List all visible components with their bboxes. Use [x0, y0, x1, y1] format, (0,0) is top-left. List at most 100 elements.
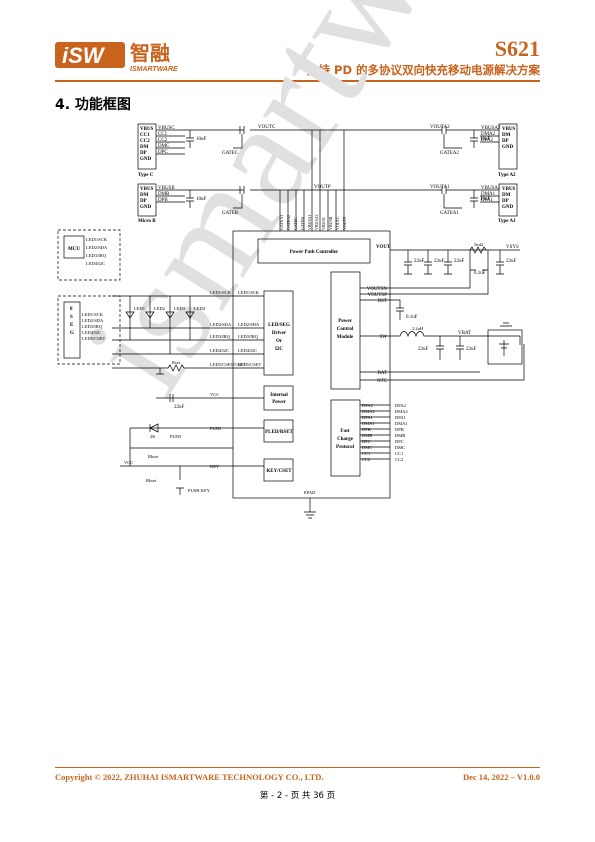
- micro-net-label: VBUSB: [158, 186, 175, 191]
- rsense-label: 5mΩ: [474, 242, 484, 247]
- gatea1-label: GATEA1: [440, 211, 459, 216]
- fcp-pin-out: DMC: [395, 445, 405, 450]
- ppc-block: [257, 238, 371, 264]
- chip-left-pin: LED2/SDA: [210, 322, 232, 327]
- chip-top-pin: GATEB: [300, 217, 305, 230]
- gateb-label: GATEB: [222, 211, 239, 216]
- drv-label: LED/SEG: [268, 323, 290, 328]
- led-label: LED1: [134, 306, 145, 311]
- fcp-pin-in: DMC: [362, 445, 372, 450]
- fcp-pin-out: DMB: [395, 433, 405, 438]
- a2-name: Type A2: [498, 173, 516, 178]
- fcp-pin-out: CC1: [395, 451, 403, 456]
- a1-name: Type A1: [498, 219, 516, 224]
- cap-label: 10uF: [196, 137, 207, 142]
- chip-outline: [232, 230, 391, 499]
- key-block: [263, 458, 294, 482]
- typec-net-label: DPC: [158, 150, 168, 155]
- mcu-name: MCU: [68, 247, 80, 252]
- mcu-pin: LED4/I2C: [86, 261, 105, 266]
- footer-rule: [55, 767, 540, 768]
- vcc-label-2: VCC: [124, 460, 133, 465]
- fcp-pin-in: DMA1: [362, 421, 375, 426]
- mcu-pin: LED1/SCK: [86, 237, 108, 242]
- micro-pin-label: GND: [140, 205, 152, 210]
- a2-pin-label: DM: [502, 133, 511, 138]
- a1-pin-label: VBUS: [502, 187, 516, 192]
- chip-top-pin: GATEA1: [279, 215, 284, 230]
- vcc-label: VCC: [210, 392, 219, 397]
- footer-date: Dec 14, 2022 – V1.0.0: [462, 772, 540, 782]
- footer-page-number: 第 - 2 - 页 共 36 页: [259, 791, 336, 801]
- vouta2-label: VOUTA2: [430, 125, 450, 130]
- pcm-pin: BAT: [378, 371, 387, 376]
- seg-pin: LED3/IRQ: [82, 324, 103, 329]
- a2-pin-label: VBUS: [502, 127, 516, 132]
- micro-pin-label: DM: [140, 193, 149, 198]
- chip-top-pin: VOUTP: [342, 216, 347, 230]
- chip-top-pin: VBUSC: [321, 216, 326, 230]
- pcm-label: Control: [337, 327, 354, 332]
- pled-block: [263, 419, 294, 443]
- typec-pin-label: DP: [140, 151, 147, 156]
- typec-net-label: CC1: [158, 132, 168, 137]
- typec-pin-label: DM: [140, 145, 149, 150]
- pcm-block: [330, 271, 361, 390]
- seg-pin: LED1/SCK: [82, 312, 104, 317]
- pushkey-label: PUSH KEY: [188, 488, 211, 493]
- chip-top-pin: VBUSA1: [307, 214, 312, 230]
- a1-connector: [498, 183, 518, 217]
- doc-subtitle: 支持 PD 的多协议双向快充移动电源解决方案: [307, 63, 540, 77]
- mcu-pin: LED2/SDA: [86, 245, 108, 250]
- ipw-label: Internal: [270, 393, 288, 398]
- a1-pin-label: GND: [502, 205, 514, 210]
- typec-net-label: CC2: [158, 138, 168, 143]
- epad-label: EPAD: [304, 490, 316, 495]
- a2-pin-label: GND: [502, 145, 514, 150]
- vout-label: VOUT: [376, 245, 391, 250]
- typec-pin-label: GND: [140, 157, 152, 162]
- chip-top-pin: GATEC: [293, 217, 298, 230]
- company-logo: iSW 智融 ISMARTWARE: [55, 41, 178, 73]
- drv-pin: LED5/CSET: [238, 362, 262, 367]
- pcm-pin: NTC: [377, 379, 388, 384]
- micro-name: Micro B: [138, 219, 156, 224]
- vouta1-label: VOUTA1: [430, 185, 450, 190]
- cap-label: 0.1uF: [474, 271, 486, 276]
- seg-pin: LED4/I2C: [82, 330, 101, 335]
- pled-block-label: PLED/RSET: [265, 430, 293, 435]
- cap-label: 22uF: [434, 259, 445, 264]
- pcm-pin: BST: [378, 299, 387, 304]
- cap-label: 22uF: [466, 347, 477, 352]
- cap-label: 22uF: [174, 405, 185, 410]
- fcp-pin-in: DPA1: [362, 415, 373, 420]
- micro-net-label: DMB: [158, 192, 170, 197]
- led-label: LED4: [194, 306, 206, 311]
- seg-char: 8: [70, 307, 73, 312]
- ipw-label: Power: [272, 400, 286, 405]
- inductor-label: 2.2uH: [412, 326, 424, 331]
- fcp-pin-out: CC2: [395, 457, 403, 462]
- fcp-pin-in: CC1: [362, 451, 370, 456]
- a1-pin-label: DP: [502, 199, 509, 204]
- chip-key-pin: KEY: [210, 464, 220, 469]
- cap-label: 22uF: [418, 347, 429, 352]
- cap-label: 0.1uF: [406, 315, 418, 320]
- pcm-label: Module: [337, 335, 354, 340]
- ppc-label: Power Path Controller: [290, 250, 339, 255]
- chip-left-pin: LED1/SCK: [210, 290, 232, 295]
- cap-label: 10uF: [480, 197, 491, 202]
- chip-pled-pin: PLED: [210, 426, 222, 431]
- fcp-label: Fast: [340, 429, 350, 434]
- vsys-label: VSYS: [506, 245, 519, 250]
- a2-pin-label: DP: [502, 139, 509, 144]
- drv-pin: LED4/I2C: [238, 348, 257, 353]
- vbat-label: VBAT: [458, 331, 471, 336]
- a1-pin-label: DM: [502, 193, 511, 198]
- drv-label: I2C: [275, 347, 283, 352]
- typec-pin-label: VBUS: [140, 127, 154, 132]
- fcp-pin-in: DPC: [362, 439, 371, 444]
- fcp-pin-in: DPA2: [362, 403, 373, 408]
- pcm-pin: SW: [380, 335, 388, 340]
